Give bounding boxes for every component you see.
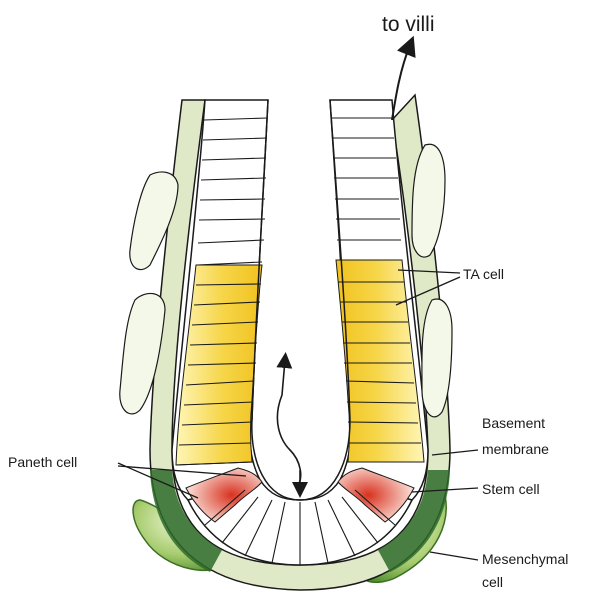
paneth-cell-label: Paneth cell [8, 453, 77, 472]
mesenchymal-cell-label-line1: Mesenchymal [482, 550, 568, 569]
migration-arrow-up [277, 360, 300, 488]
basement-membrane-label-line1: Basement [482, 414, 545, 433]
mesenchymal-cell-label-line2: cell [482, 573, 503, 592]
to-villi-label: to villi [382, 13, 435, 37]
basement-membrane-label-line2: membrane [482, 440, 549, 459]
mesenchymal-leader [430, 552, 478, 560]
ta-cell-label: TA cell [463, 265, 504, 284]
stem-cell-label: Stem cell [482, 480, 540, 499]
